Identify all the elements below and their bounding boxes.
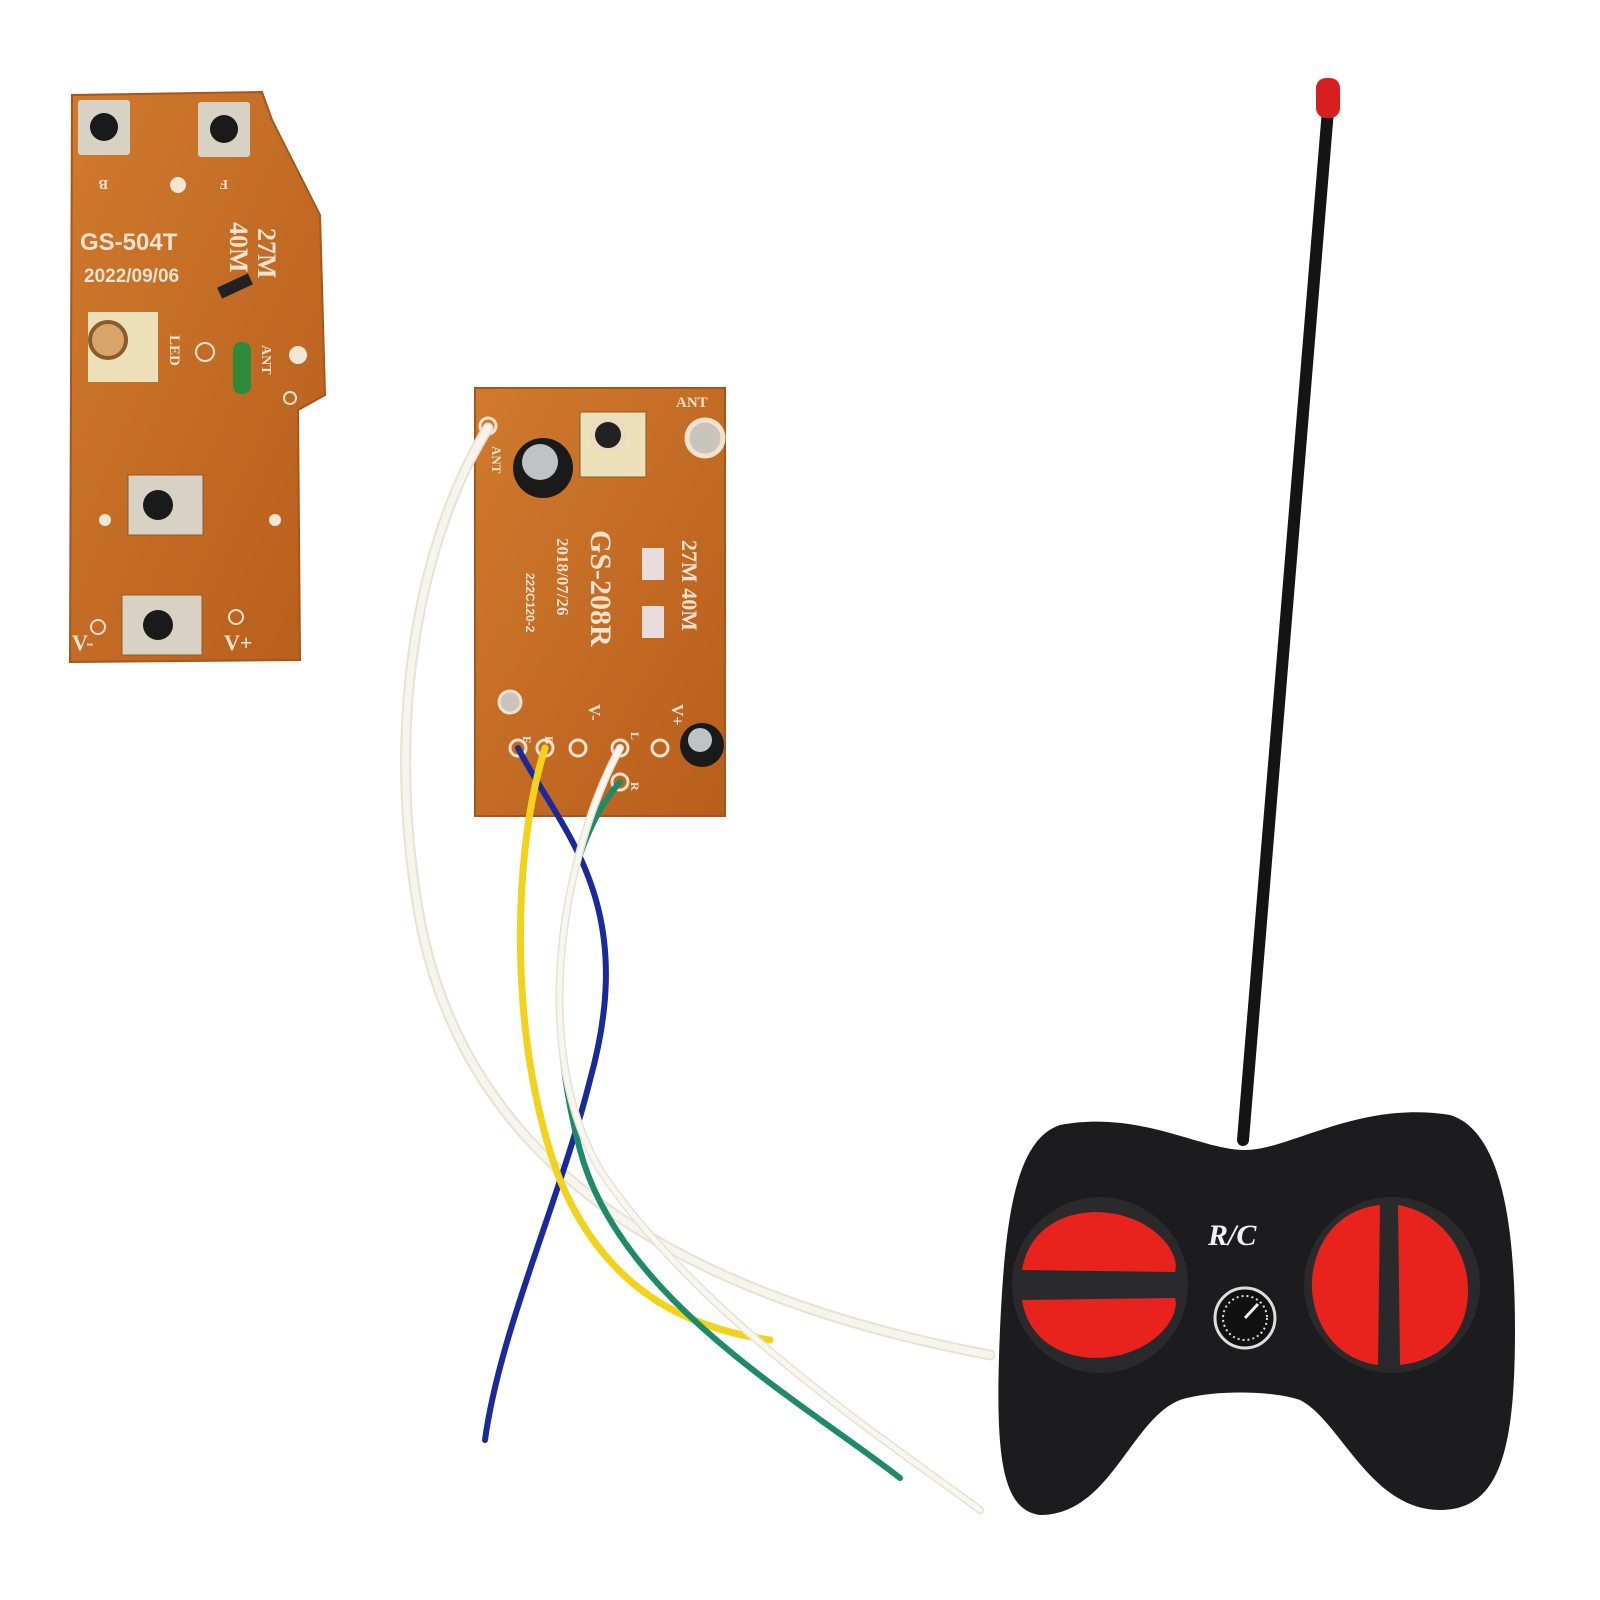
wire-white-l [555, 744, 984, 1514]
controller-antenna [1237, 78, 1340, 1146]
crystal [217, 273, 253, 299]
receiver-model: GS-208R [584, 530, 617, 647]
button-right[interactable] [1398, 1205, 1468, 1365]
pin-label-v-plus: V+ [668, 704, 687, 726]
receiver-code: 222C120-2 [523, 573, 537, 633]
label-led: LED [166, 335, 182, 366]
wire-blue [482, 745, 609, 1443]
receiver-date: 2018/07/26 [553, 538, 572, 615]
label-v-plus: V+ [224, 630, 252, 655]
freq-27m: 27M [252, 228, 281, 279]
rc-controller: R/C [998, 1112, 1515, 1515]
controller-label: R/C [1207, 1219, 1257, 1252]
capacitor-small [680, 723, 724, 767]
receiver-freq: 27M 40M [677, 540, 702, 631]
receiver-coil [579, 411, 647, 478]
antenna-pad [684, 417, 726, 459]
gauge-icon [1213, 1286, 1277, 1350]
transmitter-date: 2022/09/06 [84, 266, 179, 287]
freq-40m: 40M [224, 222, 253, 273]
inductor [233, 342, 251, 394]
pin-label-l: L [628, 732, 642, 740]
tact-switch-left [127, 474, 204, 536]
pin-label-r: R [628, 782, 642, 791]
tact-switch-b [78, 100, 130, 155]
led-pad [195, 342, 215, 362]
button-left[interactable] [1311, 1205, 1380, 1365]
pin-label-v-minus: V- [585, 704, 604, 721]
coil [88, 312, 158, 382]
tact-switch-right [121, 594, 203, 656]
label-ant: ANT [258, 345, 273, 375]
button-forward[interactable] [1022, 1212, 1176, 1272]
transmitter-board: B F GS-504T 2022/09/06 27M 40M LED ANT V… [68, 90, 327, 664]
label-ant-top: ANT [676, 395, 708, 411]
receiver-board: ANT ANT 27M 40M GS-208R 2018/07/26 222C1… [474, 387, 726, 817]
label-ant-side: ANT [489, 446, 504, 474]
label-v-minus: V- [72, 630, 94, 655]
tact-switch-f [198, 102, 250, 157]
pin-label-f: F [520, 736, 534, 743]
antenna-tip [1316, 78, 1340, 118]
wires [400, 422, 996, 1514]
wire-green [556, 779, 903, 1481]
label-b: B [99, 176, 108, 191]
label-f: F [219, 176, 228, 191]
button-backward[interactable] [1022, 1298, 1176, 1358]
transmitter-model: GS-504T [80, 229, 178, 256]
capacitor-large [513, 438, 573, 498]
